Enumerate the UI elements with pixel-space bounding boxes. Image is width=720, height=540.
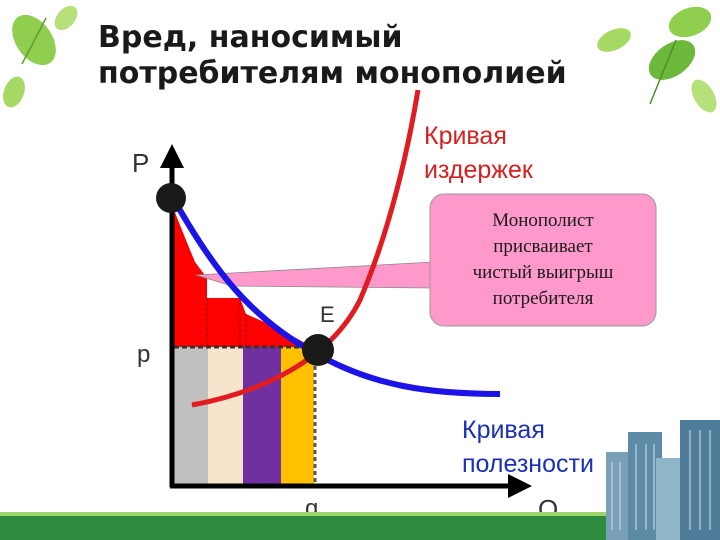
equilibrium-point [302,334,334,366]
callout-box [429,193,657,327]
callout-line-1: Монополист [492,210,594,231]
cost-curve-label-1: Кривая [424,122,507,150]
city-buildings-decoration [606,420,720,540]
leaf-decoration-right [597,6,717,113]
cost-curve [191,89,421,408]
equilibrium-label: E [320,302,335,327]
title-line-2: потребителям монополией [98,56,567,91]
callout-line-3: чистый выигрыш [473,262,614,283]
callout-line-4: потребителя [493,288,594,309]
bottom-band [0,516,720,540]
quantity-axis-arrow [508,474,532,498]
leaf-decoration-left [3,5,78,108]
price-axis-arrow [160,144,184,168]
utility-curve-label-1: Кривая [462,416,545,444]
callout-line-2: присваивает [493,236,593,257]
price-label: p [137,341,150,368]
consumer-surplus-area [174,210,305,347]
demand-intercept-point [156,183,186,213]
title-line-1: Вред, наносимый [98,20,403,55]
slide-title: Вред, наносимый потребителям монополией [98,20,658,92]
cost-curve-label-2: издержек [424,156,534,184]
utility-curve-label-2: полезности [462,450,594,478]
bar-purple [243,347,281,484]
bar-beige [208,347,243,484]
bar-gray [174,347,208,484]
axis-p-label: P [132,148,149,178]
